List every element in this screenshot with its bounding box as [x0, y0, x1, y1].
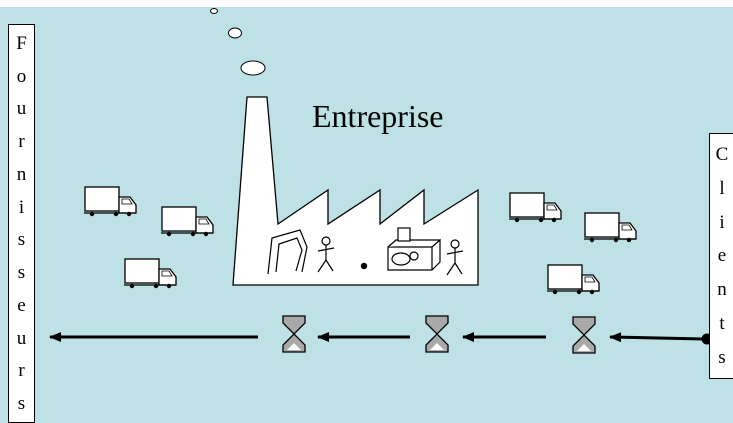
truck-icon — [583, 212, 637, 243]
fournisseurs-letter: r — [18, 360, 25, 382]
fournisseurs-letter: s — [17, 262, 26, 284]
machine-icon — [387, 227, 441, 271]
truck-icon — [123, 258, 177, 289]
dot-marker — [360, 262, 368, 270]
smoke-icon — [228, 27, 242, 39]
clients-letter: n — [717, 279, 727, 301]
hourglass-icon — [282, 315, 306, 353]
fournisseurs-letter: e — [17, 294, 26, 316]
arrow-icon — [609, 332, 704, 343]
entreprise-label: Entreprise — [312, 98, 444, 134]
robot-arm-icon — [267, 229, 308, 275]
truck-icon — [508, 192, 562, 223]
fournisseurs-letter: i — [18, 196, 25, 218]
fournisseurs-letter: s — [17, 229, 26, 251]
clients-letter: l — [719, 178, 725, 200]
clients-letter: C — [715, 144, 729, 166]
fournisseurs-letter: n — [16, 163, 27, 185]
smoke-icon — [210, 8, 218, 14]
clients-letter: e — [717, 245, 727, 267]
fournisseurs-letter: F — [16, 32, 27, 54]
clients-letter: i — [719, 211, 725, 233]
fournisseurs-letter: u — [16, 327, 27, 349]
truck-icon — [546, 264, 600, 295]
truck-icon — [160, 206, 214, 237]
smoke-icon — [240, 60, 266, 76]
fournisseurs-letter: s — [17, 393, 26, 415]
truck-icon — [83, 186, 137, 217]
fournisseurs-letter: o — [16, 65, 27, 87]
fournisseurs-letter: r — [18, 131, 25, 153]
clients-letter: t — [719, 312, 725, 334]
factory-building — [232, 96, 479, 286]
fournisseurs-letter: u — [16, 98, 27, 120]
clients-letter: s — [718, 346, 726, 368]
hourglass-icon — [425, 315, 449, 353]
hourglass-icon — [572, 316, 596, 354]
